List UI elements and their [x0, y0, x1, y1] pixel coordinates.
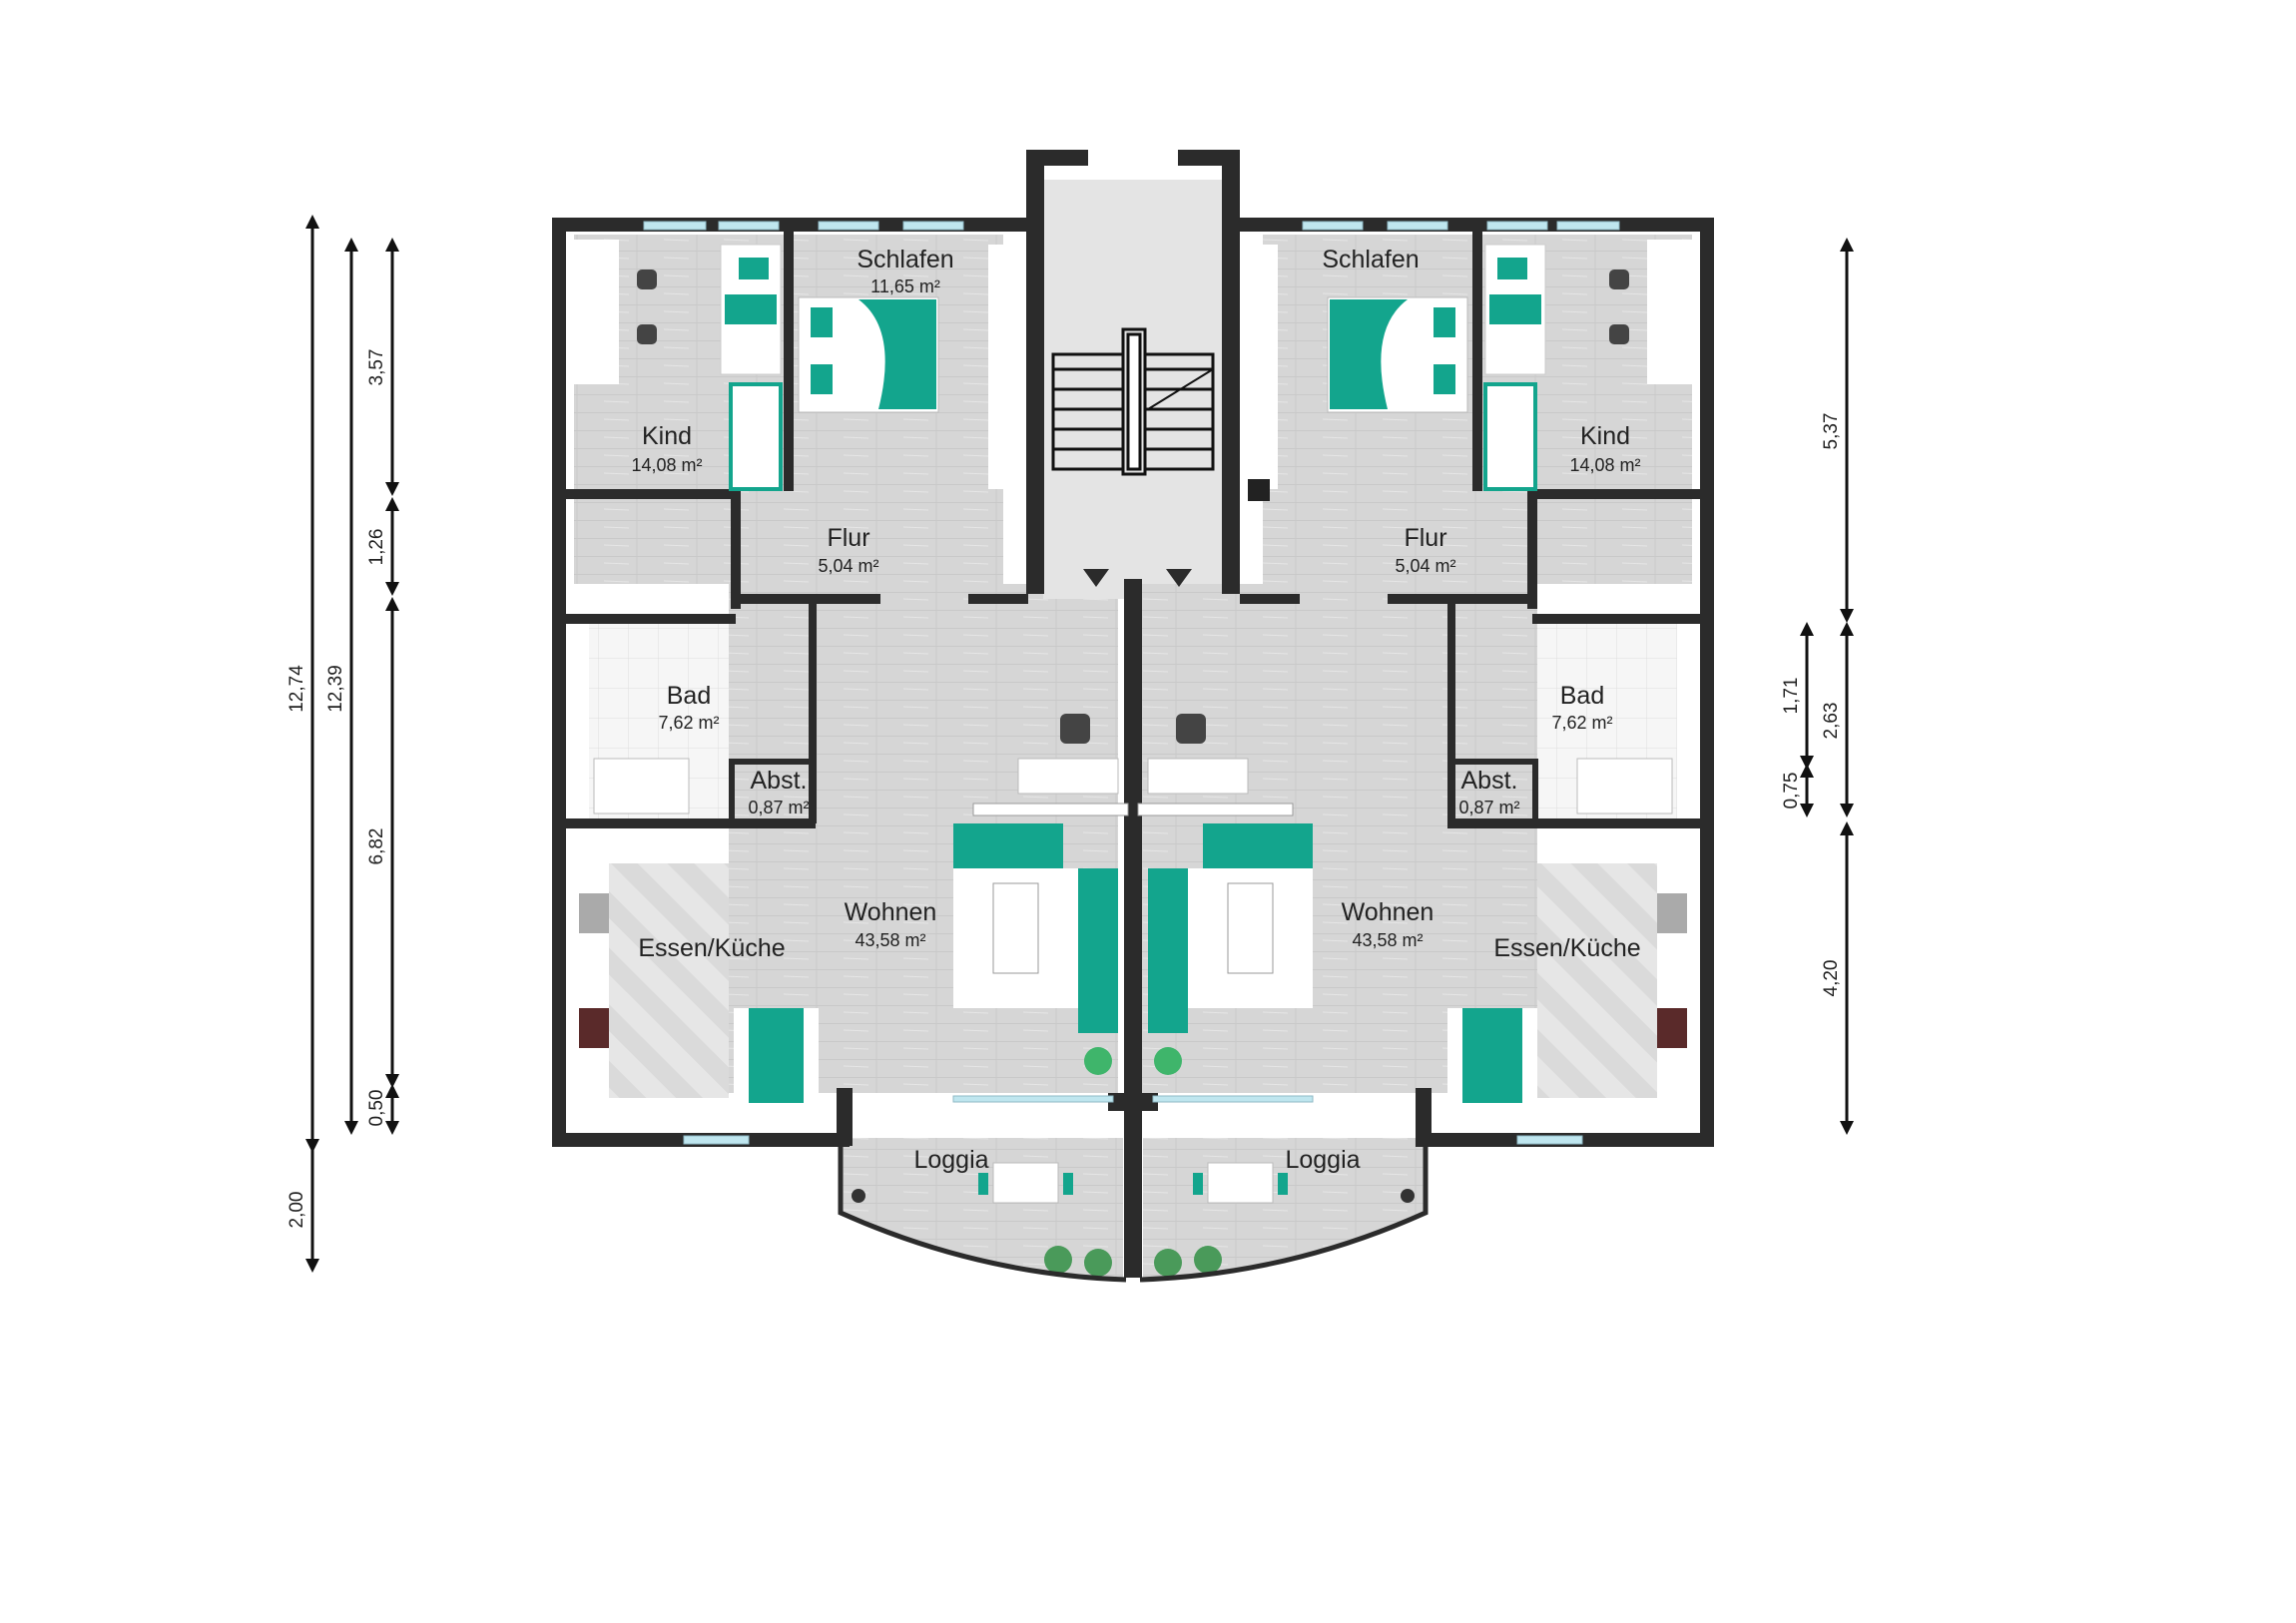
- staircase: [1051, 327, 1215, 587]
- room-area-left-wohnen: 43,58 m²: [855, 930, 925, 950]
- dim-left-inner-1: 3,57: [366, 349, 387, 386]
- room-name-right-flur: Flur: [1404, 524, 1446, 552]
- room-area-left-schlafen: 11,65 m²: [870, 276, 940, 296]
- room-area-left-kind: 14,08 m²: [631, 455, 702, 475]
- dim-right-outer-3: 4,20: [1821, 960, 1842, 997]
- room-name-right-kueche: Essen/Küche: [1493, 934, 1640, 962]
- dim-left-mid-total: 12,39: [325, 665, 346, 713]
- room-name-right-wohnen: Wohnen: [1342, 898, 1435, 926]
- room-area-left-abst: 0,87 m²: [748, 798, 809, 817]
- dim-left-inner-4: 0,50: [366, 1090, 387, 1127]
- room-name-left-kueche: Essen/Küche: [638, 934, 785, 962]
- room-area-right-kind: 14,08 m²: [1569, 455, 1640, 475]
- dim-left-outer-total: 12,74: [287, 665, 307, 713]
- walls: [552, 150, 1714, 1278]
- room-name-right-schlafen: Schlafen: [1322, 246, 1419, 273]
- furniture-left: [569, 240, 1129, 1277]
- dim-right-inner-1: 1,71: [1781, 678, 1802, 715]
- room-name-left-kind: Kind: [642, 422, 692, 450]
- dimension-lines: [310, 222, 1849, 1266]
- room-labels: Kind 14,08 m² Schlafen 11,65 m² Flur 5,0…: [631, 246, 1640, 1174]
- room-area-right-abst: 0,87 m²: [1458, 798, 1519, 817]
- furniture-right: [1137, 240, 1697, 1277]
- room-name-left-flur: Flur: [827, 524, 869, 552]
- dimension-arrows: [305, 215, 1854, 1273]
- dim-right-inner-2: 0,75: [1781, 773, 1802, 810]
- room-name-left-abst: Abst.: [751, 767, 808, 795]
- dim-right-outer-1: 5,37: [1821, 413, 1842, 450]
- room-area-right-wohnen: 43,58 m²: [1352, 930, 1423, 950]
- room-area-right-flur: 5,04 m²: [1395, 556, 1455, 576]
- room-name-right-kind: Kind: [1580, 422, 1630, 450]
- loggia-outlines: [838, 1143, 1429, 1283]
- dim-left-inner-3: 6,82: [366, 828, 387, 865]
- room-name-left-bad: Bad: [667, 682, 711, 710]
- room-name-left-schlafen: Schlafen: [857, 246, 953, 273]
- dim-left-outer-loggia: 2,00: [287, 1192, 307, 1229]
- dimension-labels: 12,74 2,00 12,39 3,57 1,26 6,82 0,50 5,3…: [287, 349, 1842, 1229]
- room-name-right-bad: Bad: [1560, 682, 1604, 710]
- room-name-right-abst: Abst.: [1461, 767, 1518, 795]
- room-area-right-bad: 7,62 m²: [1551, 713, 1612, 733]
- room-name-left-loggia: Loggia: [913, 1146, 988, 1174]
- windows: [643, 221, 1620, 1145]
- dim-right-outer-2: 2,63: [1821, 703, 1842, 740]
- room-name-left-wohnen: Wohnen: [845, 898, 937, 926]
- room-area-left-flur: 5,04 m²: [818, 556, 878, 576]
- room-area-left-bad: 7,62 m²: [658, 713, 719, 733]
- room-name-right-loggia: Loggia: [1285, 1146, 1360, 1174]
- dim-left-inner-2: 1,26: [366, 529, 387, 566]
